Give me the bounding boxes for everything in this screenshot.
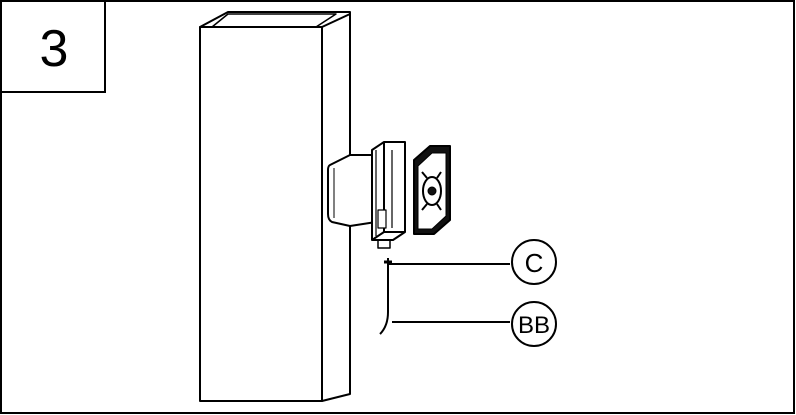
callout-bb-label: BB [518,312,550,339]
cabinet-column [199,11,351,402]
callout-c: C [511,239,557,285]
step-number-box: 3 [0,0,106,93]
callout-c-label: C [525,248,544,278]
hinge-bracket [327,141,406,249]
leader-lines [379,258,510,335]
cover-plate [413,145,451,235]
callout-bb: BB [511,301,557,347]
step-number: 3 [40,20,69,78]
